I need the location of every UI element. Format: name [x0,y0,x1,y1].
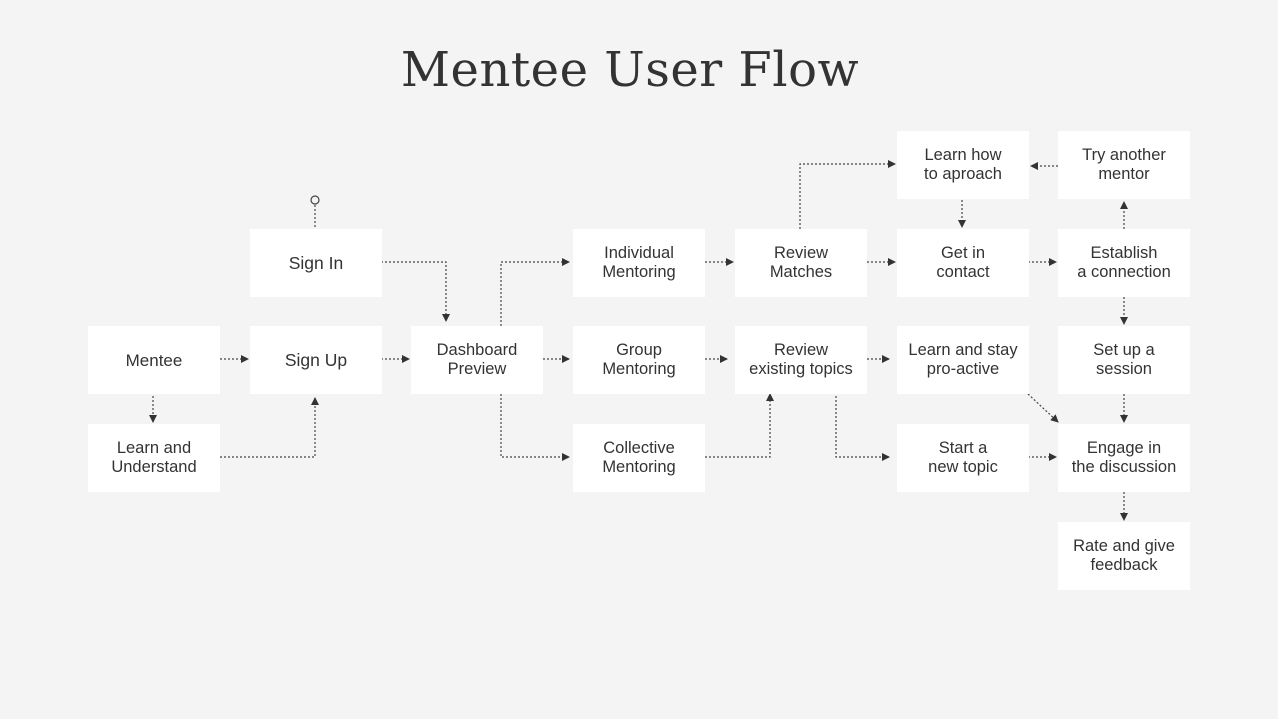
connector-learn-signup [220,397,319,458]
node-start-new-topic: Start a new topic [897,424,1029,492]
node-engage-in-discussion: Engage in the discussion [1058,424,1190,492]
node-collective-mentoring: Collective Mentoring [573,424,705,492]
connector-signin-dashboard [381,261,450,322]
start-node-icon [310,195,320,205]
node-learn-and-understand: Learn and Understand [88,424,220,492]
connector-dashboard-individual [500,258,570,326]
connector-dashboard-collective [500,394,570,461]
node-sign-in: Sign In [250,229,382,297]
node-mentee: Mentee [88,326,220,394]
node-individual-mentoring: Individual Mentoring [573,229,705,297]
node-group-mentoring: Group Mentoring [573,326,705,394]
node-rate-and-feedback: Rate and give feedback [1058,522,1190,590]
diagram-title: Mentee User Flow [400,42,860,98]
connector-matches-approach [799,160,896,229]
node-review-existing-topics: Review existing topics [735,326,867,394]
connector-collective-topics [705,393,774,458]
connector-topics-starttopic [835,396,890,461]
node-dashboard-preview: Dashboard Preview [411,326,543,394]
node-sign-up: Sign Up [250,326,382,394]
node-learn-how-to-approach: Learn how to aproach [897,131,1029,199]
node-establish-connection: Establish a connection [1058,229,1190,297]
connector-proactive-engage [1027,393,1059,423]
node-try-another-mentor: Try another mentor [1058,131,1190,199]
node-review-matches: Review Matches [735,229,867,297]
node-learn-and-stay-proactive: Learn and stay pro-active [897,326,1029,394]
node-get-in-contact: Get in contact [897,229,1029,297]
node-set-up-session: Set up a session [1058,326,1190,394]
